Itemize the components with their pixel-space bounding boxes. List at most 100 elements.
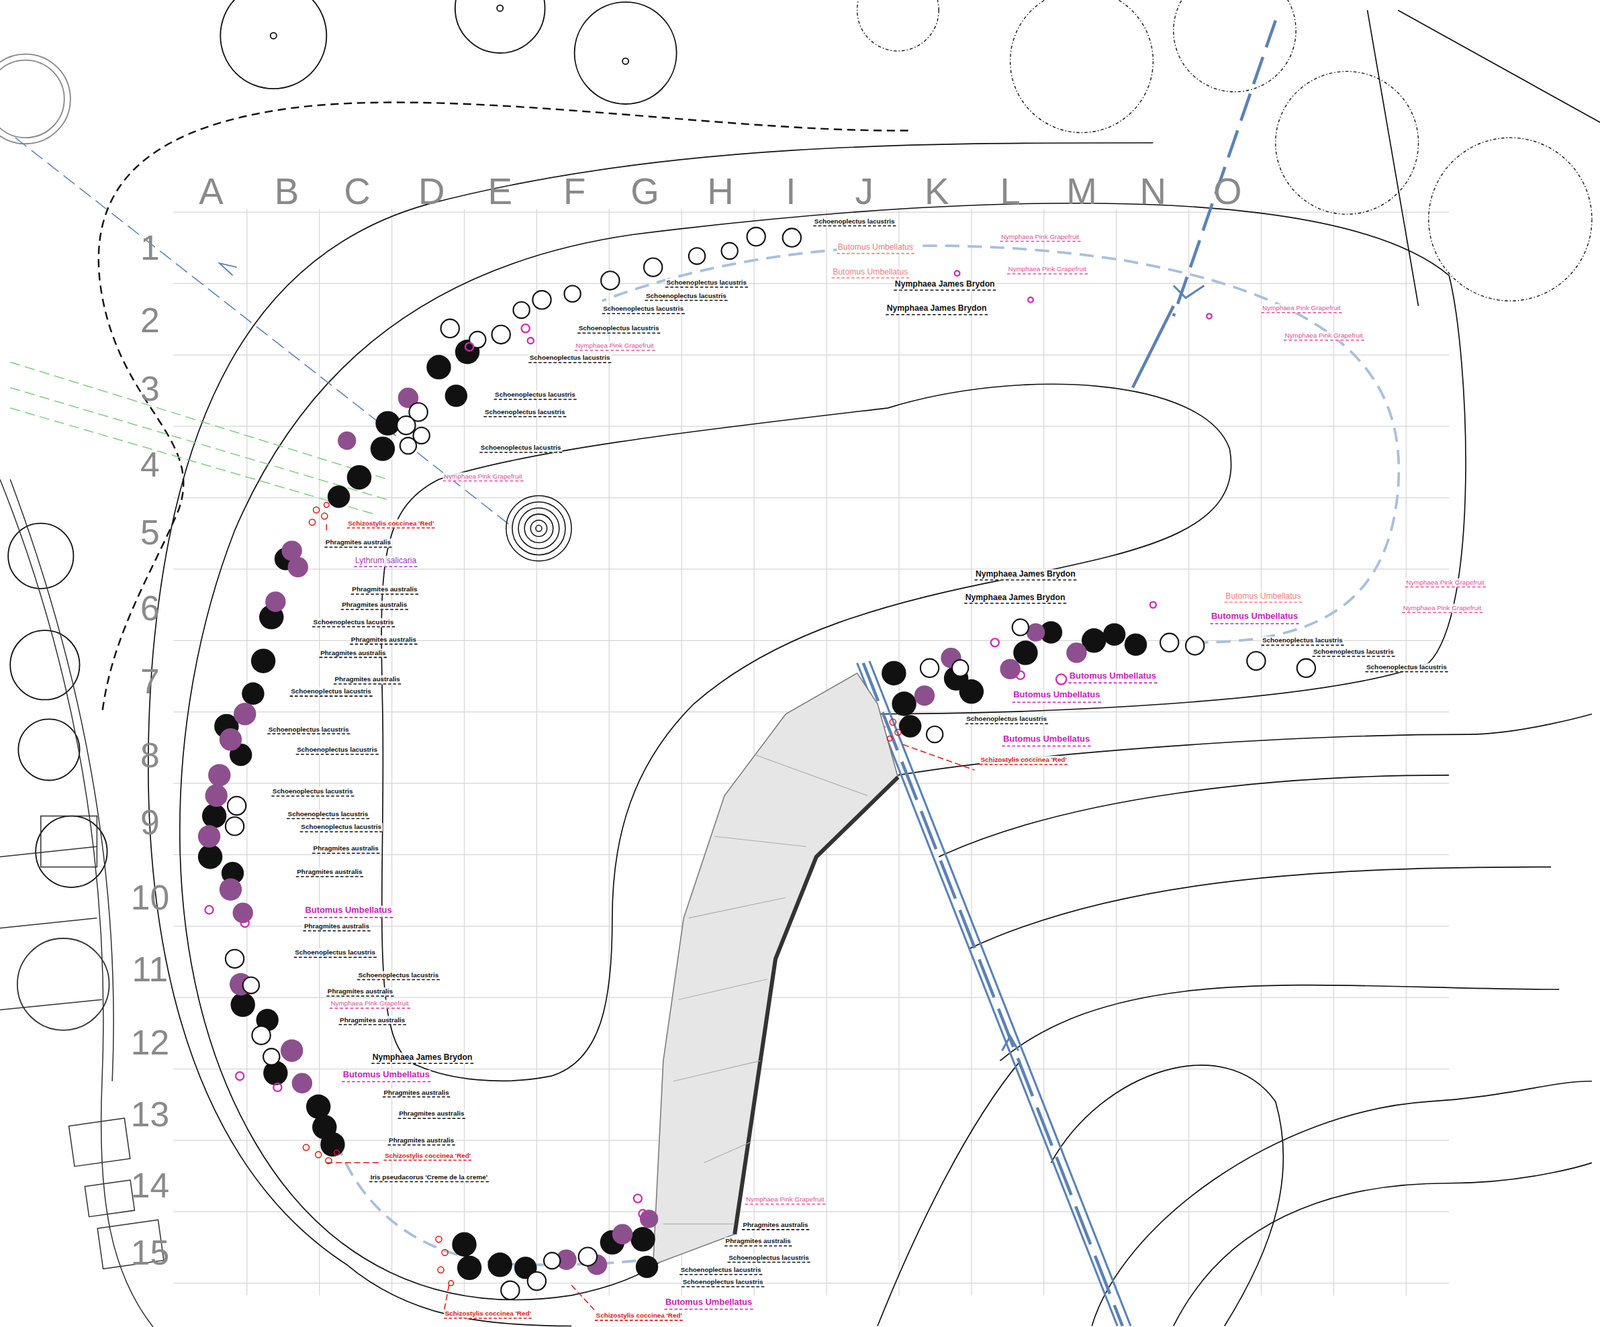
plant-label: Schoenoplectus lacustris	[271, 787, 354, 797]
plant-label: Butomus Umbellatus	[831, 267, 910, 279]
plant-label: Nymphaea Pink Grapefruit	[999, 232, 1080, 242]
trees	[0, 0, 677, 1031]
grid-number: 1	[140, 230, 160, 266]
grid-letter: F	[563, 173, 586, 211]
grid-letter: G	[630, 173, 660, 211]
purple-plants	[198, 387, 1088, 1276]
grid-letter: N	[1140, 173, 1167, 211]
grid-number: 9	[140, 805, 160, 840]
boundary	[98, 102, 909, 715]
plant-label: Schoenoplectus lacustris	[479, 443, 562, 454]
plant-label: Schoenoplectus lacustris	[681, 1278, 765, 1288]
plant-label: Schoenoplectus lacustris	[727, 1254, 811, 1264]
plant-label: Phragmites australis	[302, 922, 370, 932]
plant-label: Schoenoplectus lacustris	[645, 292, 728, 302]
plant-label: Phragmites australis	[388, 1136, 456, 1147]
grid-letter: D	[418, 173, 446, 211]
plant-label: Butomus Umbellatus	[1012, 690, 1102, 703]
red-plants	[302, 502, 902, 1286]
plant-label: Phragmites australis	[724, 1237, 792, 1247]
plant-label: Phragmites australis	[324, 538, 392, 548]
plant-label: Nymphaea Pink Grapefruit	[1283, 331, 1364, 342]
grid-number: 12	[130, 1025, 170, 1061]
plant-label: Phragmites australis	[312, 844, 380, 855]
grid-letter: K	[924, 173, 949, 211]
plant-label: Schizostylis coccinea 'Red'	[979, 756, 1068, 766]
plant-label: Nymphaea Pink Grapefruit	[1260, 304, 1341, 314]
plant-label: Butomus Umbellatus	[836, 243, 914, 255]
boardwalk	[653, 673, 899, 1265]
grid	[173, 209, 1449, 1296]
plant-label: Nymphaea Pink Grapefruit	[443, 472, 524, 483]
plant-label: Butomus Umbellatus	[341, 1070, 431, 1083]
plant-label: Schoenoplectus lacustris	[312, 618, 395, 628]
plant-label: Nymphaea Pink Grapefruit	[1401, 604, 1482, 614]
plant-label: Butomus Umbellatus	[1209, 612, 1299, 625]
grid-number: 4	[140, 447, 160, 483]
grid-number: 14	[130, 1168, 170, 1204]
plant-label: Phragmites australis	[398, 1109, 466, 1120]
plant-label: Phragmites australis	[382, 1088, 450, 1098]
plant-label: Butomus Umbellatus	[664, 1297, 753, 1310]
plant-label: Schoenoplectus lacustris	[1260, 636, 1344, 646]
plant-label: Schoenoplectus lacustris	[528, 353, 611, 364]
plant-label: Schoenoplectus lacustris	[296, 745, 379, 756]
plant-label: Schoenoplectus lacustris	[286, 810, 370, 820]
plant-label: Schoenoplectus lacustris	[300, 823, 383, 833]
plant-label: Schoenoplectus lacustris	[1311, 647, 1395, 658]
water-line	[337, 245, 1400, 1265]
grid-number: 3	[140, 371, 160, 407]
plant-label: Iris pseudacorus 'Creme de la creme'	[369, 1173, 489, 1184]
plant-label: Nymphaea Pink Grapefruit	[329, 999, 410, 1010]
plant-label: Nymphaea James Brydon	[885, 304, 988, 316]
feature	[506, 496, 572, 562]
grid-letter: M	[1066, 173, 1098, 211]
plant-label: Butomus Umbellatus	[304, 905, 393, 918]
plant-label: Schoenoplectus lacustris	[602, 304, 685, 315]
grid-letter: O	[1213, 173, 1243, 211]
plant-label: Nymphaea Pink Grapefruit	[1007, 265, 1088, 275]
plant-label: Nymphaea Pink Grapefruit	[744, 1195, 825, 1206]
plant-label: Phragmites australis	[319, 648, 387, 658]
plant-label: Butomus Umbellatus	[1001, 734, 1091, 747]
plant-label: Phragmites australis	[339, 1016, 407, 1026]
plant-label: Schoenoplectus lacustris	[494, 390, 577, 401]
grid-letter: L	[999, 173, 1020, 211]
plant-label: Butomus Umbellatus	[1068, 671, 1157, 684]
plant-label: Schoenoplectus lacustris	[267, 725, 350, 735]
white-plants	[225, 227, 1316, 1300]
plant-label: Schoenoplectus lacustris	[679, 1266, 763, 1276]
plant-label: Schizostylis coccinea 'Red'	[347, 519, 436, 529]
plant-label: Phragmites australis	[333, 675, 401, 685]
banks	[148, 10, 1600, 1327]
plant-label: Phragmites australis	[349, 635, 417, 646]
leader-lines	[326, 524, 975, 1314]
plant-label: Schizostylis coccinea 'Red'	[443, 1309, 532, 1320]
plant-label: Schoenoplectus lacustris	[1365, 663, 1448, 673]
plant-label: Schizostylis coccinea 'Red'	[594, 1311, 683, 1322]
grid-letter: I	[785, 173, 796, 211]
axes	[15, 20, 1276, 1327]
plant-label: Nymphaea Pink Grapefruit	[1405, 578, 1486, 589]
plant-label: Schoenoplectus lacustris	[965, 715, 1049, 725]
plant-label: Phragmites australis	[326, 987, 394, 998]
grid-number: 15	[130, 1235, 170, 1271]
grid-number: 11	[132, 952, 169, 987]
plant-label: Butomus Umbellatus	[1224, 591, 1302, 603]
grid-number: 10	[130, 880, 170, 916]
grid-number: 2	[140, 302, 160, 338]
plant-label: Phragmites australis	[341, 600, 409, 611]
plant-label: Schoenoplectus lacustris	[577, 324, 661, 334]
plant-label: Schoenoplectus lacustris	[483, 408, 567, 418]
plant-label: Nymphaea James Brydon	[371, 1052, 474, 1065]
black-plants	[198, 339, 1147, 1281]
plant-label: Nymphaea James Brydon	[893, 279, 996, 291]
plant-label: Schizostylis coccinea 'Red'	[383, 1152, 472, 1162]
grid-number: 7	[140, 664, 160, 699]
grid-letter: B	[274, 173, 299, 211]
grid-number: 5	[140, 514, 160, 550]
grid-letter: A	[198, 173, 223, 211]
plant-label: Phragmites australis	[296, 868, 364, 878]
grid-letter: H	[707, 173, 734, 211]
